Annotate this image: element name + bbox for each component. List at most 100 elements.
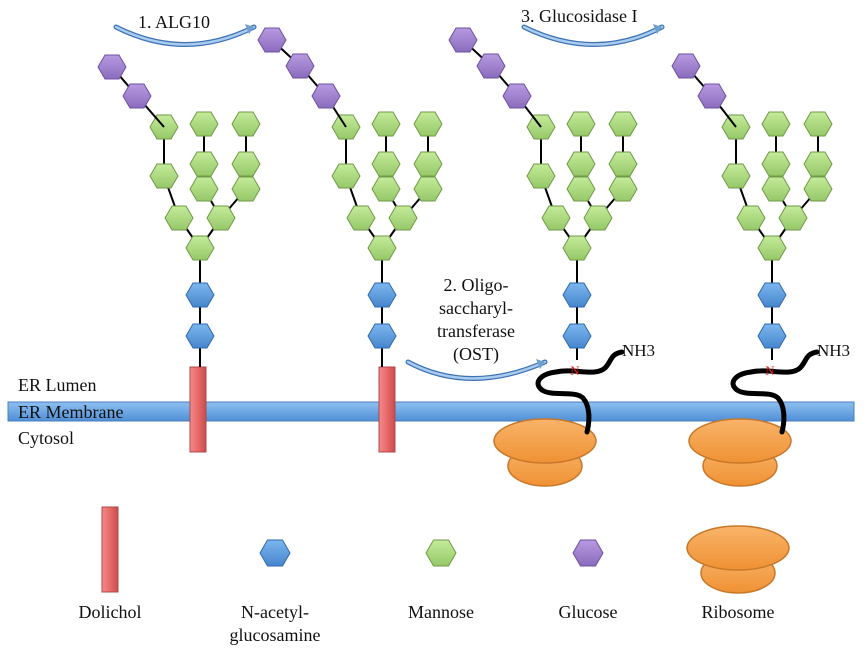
n-acetylglucosamine-residue <box>757 323 787 349</box>
legend-glucose-swatch <box>572 539 604 567</box>
mannose-residue <box>185 235 215 261</box>
er-lumen-label: ER Lumen <box>18 375 97 395</box>
step1-label: 1. ALG10 <box>138 12 210 32</box>
mannose-residue <box>413 176 443 202</box>
mannose-residue <box>149 163 179 189</box>
mannose-residue <box>388 205 418 231</box>
mannose-residue <box>761 151 791 177</box>
step3-arrow <box>521 24 665 47</box>
glucose-residue <box>122 83 152 109</box>
n-acetylglucosamine-residue <box>562 282 592 308</box>
legend-ribosome-swatch <box>686 525 790 594</box>
n-acetylglucosamine-residue <box>757 282 787 308</box>
mannose-residue <box>189 111 219 137</box>
mannose-residue <box>566 176 596 202</box>
asparagine-label: N <box>570 363 580 378</box>
mannose-residue <box>367 235 397 261</box>
legend-glucose-label: Glucose <box>559 602 618 622</box>
cytosol-label: Cytosol <box>18 428 74 448</box>
n-acetylglucosamine-residue <box>367 323 397 349</box>
legend-nacetyl-label-line2: glucosamine <box>230 625 321 645</box>
mannose-residue <box>206 205 236 231</box>
er-membrane-label: ER Membrane <box>18 402 123 422</box>
legend-dolichol-label: Dolichol <box>79 602 142 622</box>
glucose-residue <box>448 27 478 53</box>
mannose-residue <box>189 151 219 177</box>
mannose-residue <box>608 151 638 177</box>
glycan-trees <box>97 27 833 367</box>
mannose-residue <box>413 151 443 177</box>
glucose-residue <box>97 54 127 80</box>
nh3-label: NH3 <box>622 341 655 360</box>
er-membrane <box>7 401 855 422</box>
n-acetylglucosamine-residue <box>185 282 215 308</box>
n-acetylglucosamine-residue <box>367 282 397 308</box>
mannose-residue <box>736 205 766 231</box>
glucose-residue <box>476 53 506 79</box>
glucose-residue <box>257 27 287 53</box>
mannose-residue <box>164 205 194 231</box>
svg-text:transferase: transferase <box>437 321 515 341</box>
glycan-tree <box>448 27 638 360</box>
step2-arrow <box>405 359 548 381</box>
legend-ribosome-label: Ribosome <box>701 602 774 622</box>
mannose-residue <box>803 151 833 177</box>
mannose-residue <box>562 235 592 261</box>
mannose-residue <box>608 176 638 202</box>
glycan-tree <box>97 54 261 367</box>
glucose-residue <box>502 83 532 109</box>
mannose-residue <box>803 176 833 202</box>
mannose-residue <box>721 163 751 189</box>
mannose-residue <box>346 205 376 231</box>
glycan-tree <box>257 27 443 367</box>
mannose-residue <box>541 205 571 231</box>
mannose-residue <box>526 163 556 189</box>
polypeptide-chain <box>535 349 625 435</box>
asparagine-label: N <box>765 363 775 378</box>
legend-mannose-swatch <box>425 539 457 567</box>
mannose-residue <box>757 235 787 261</box>
dolichol-anchor <box>189 366 207 453</box>
glycan-tree <box>671 53 833 360</box>
legend-nacetyl-label: N-acetyl- <box>241 602 309 622</box>
dolichol-anchor <box>378 366 396 453</box>
ribosome <box>493 418 597 487</box>
glucose-residue <box>697 83 727 109</box>
mannose-residue <box>566 111 596 137</box>
mannose-residue <box>331 163 361 189</box>
polypeptide-chain <box>730 349 820 435</box>
step2-label: 2. Oligo- saccharyl- transferase (OST) <box>437 275 515 365</box>
mannose-residue <box>761 176 791 202</box>
mannose-residue <box>231 111 261 137</box>
mannose-residue <box>231 176 261 202</box>
n-acetylglucosamine-residue <box>185 323 215 349</box>
legend-dolichol-swatch <box>101 506 119 593</box>
ribosome <box>688 418 792 487</box>
mannose-residue <box>371 176 401 202</box>
mannose-residue <box>413 111 443 137</box>
mannose-residue <box>778 205 808 231</box>
mannose-residue <box>583 205 613 231</box>
mannose-residue <box>189 176 219 202</box>
mannose-residue <box>608 111 638 137</box>
svg-text:saccharyl-: saccharyl- <box>439 298 513 318</box>
step1-arrow <box>113 24 257 47</box>
mannose-residue <box>231 151 261 177</box>
step3-label: 3. Glucosidase I <box>521 6 637 26</box>
mannose-residue <box>803 111 833 137</box>
legend-mannose-label: Mannose <box>408 602 474 622</box>
mannose-residue <box>371 151 401 177</box>
glucose-residue <box>311 83 341 109</box>
nh3-label: NH3 <box>817 341 850 360</box>
mannose-residue <box>566 151 596 177</box>
glucose-residue <box>671 53 701 79</box>
svg-text:(OST): (OST) <box>453 344 499 365</box>
legend: Dolichol N-acetyl- glucosamine Mannose G… <box>79 506 790 645</box>
mannose-residue <box>761 111 791 137</box>
glucose-residue <box>285 53 315 79</box>
mannose-residue <box>371 111 401 137</box>
legend-nacetyl-swatch <box>259 539 291 567</box>
n-acetylglucosamine-residue <box>562 323 592 349</box>
svg-text:2. Oligo-: 2. Oligo- <box>444 275 509 295</box>
